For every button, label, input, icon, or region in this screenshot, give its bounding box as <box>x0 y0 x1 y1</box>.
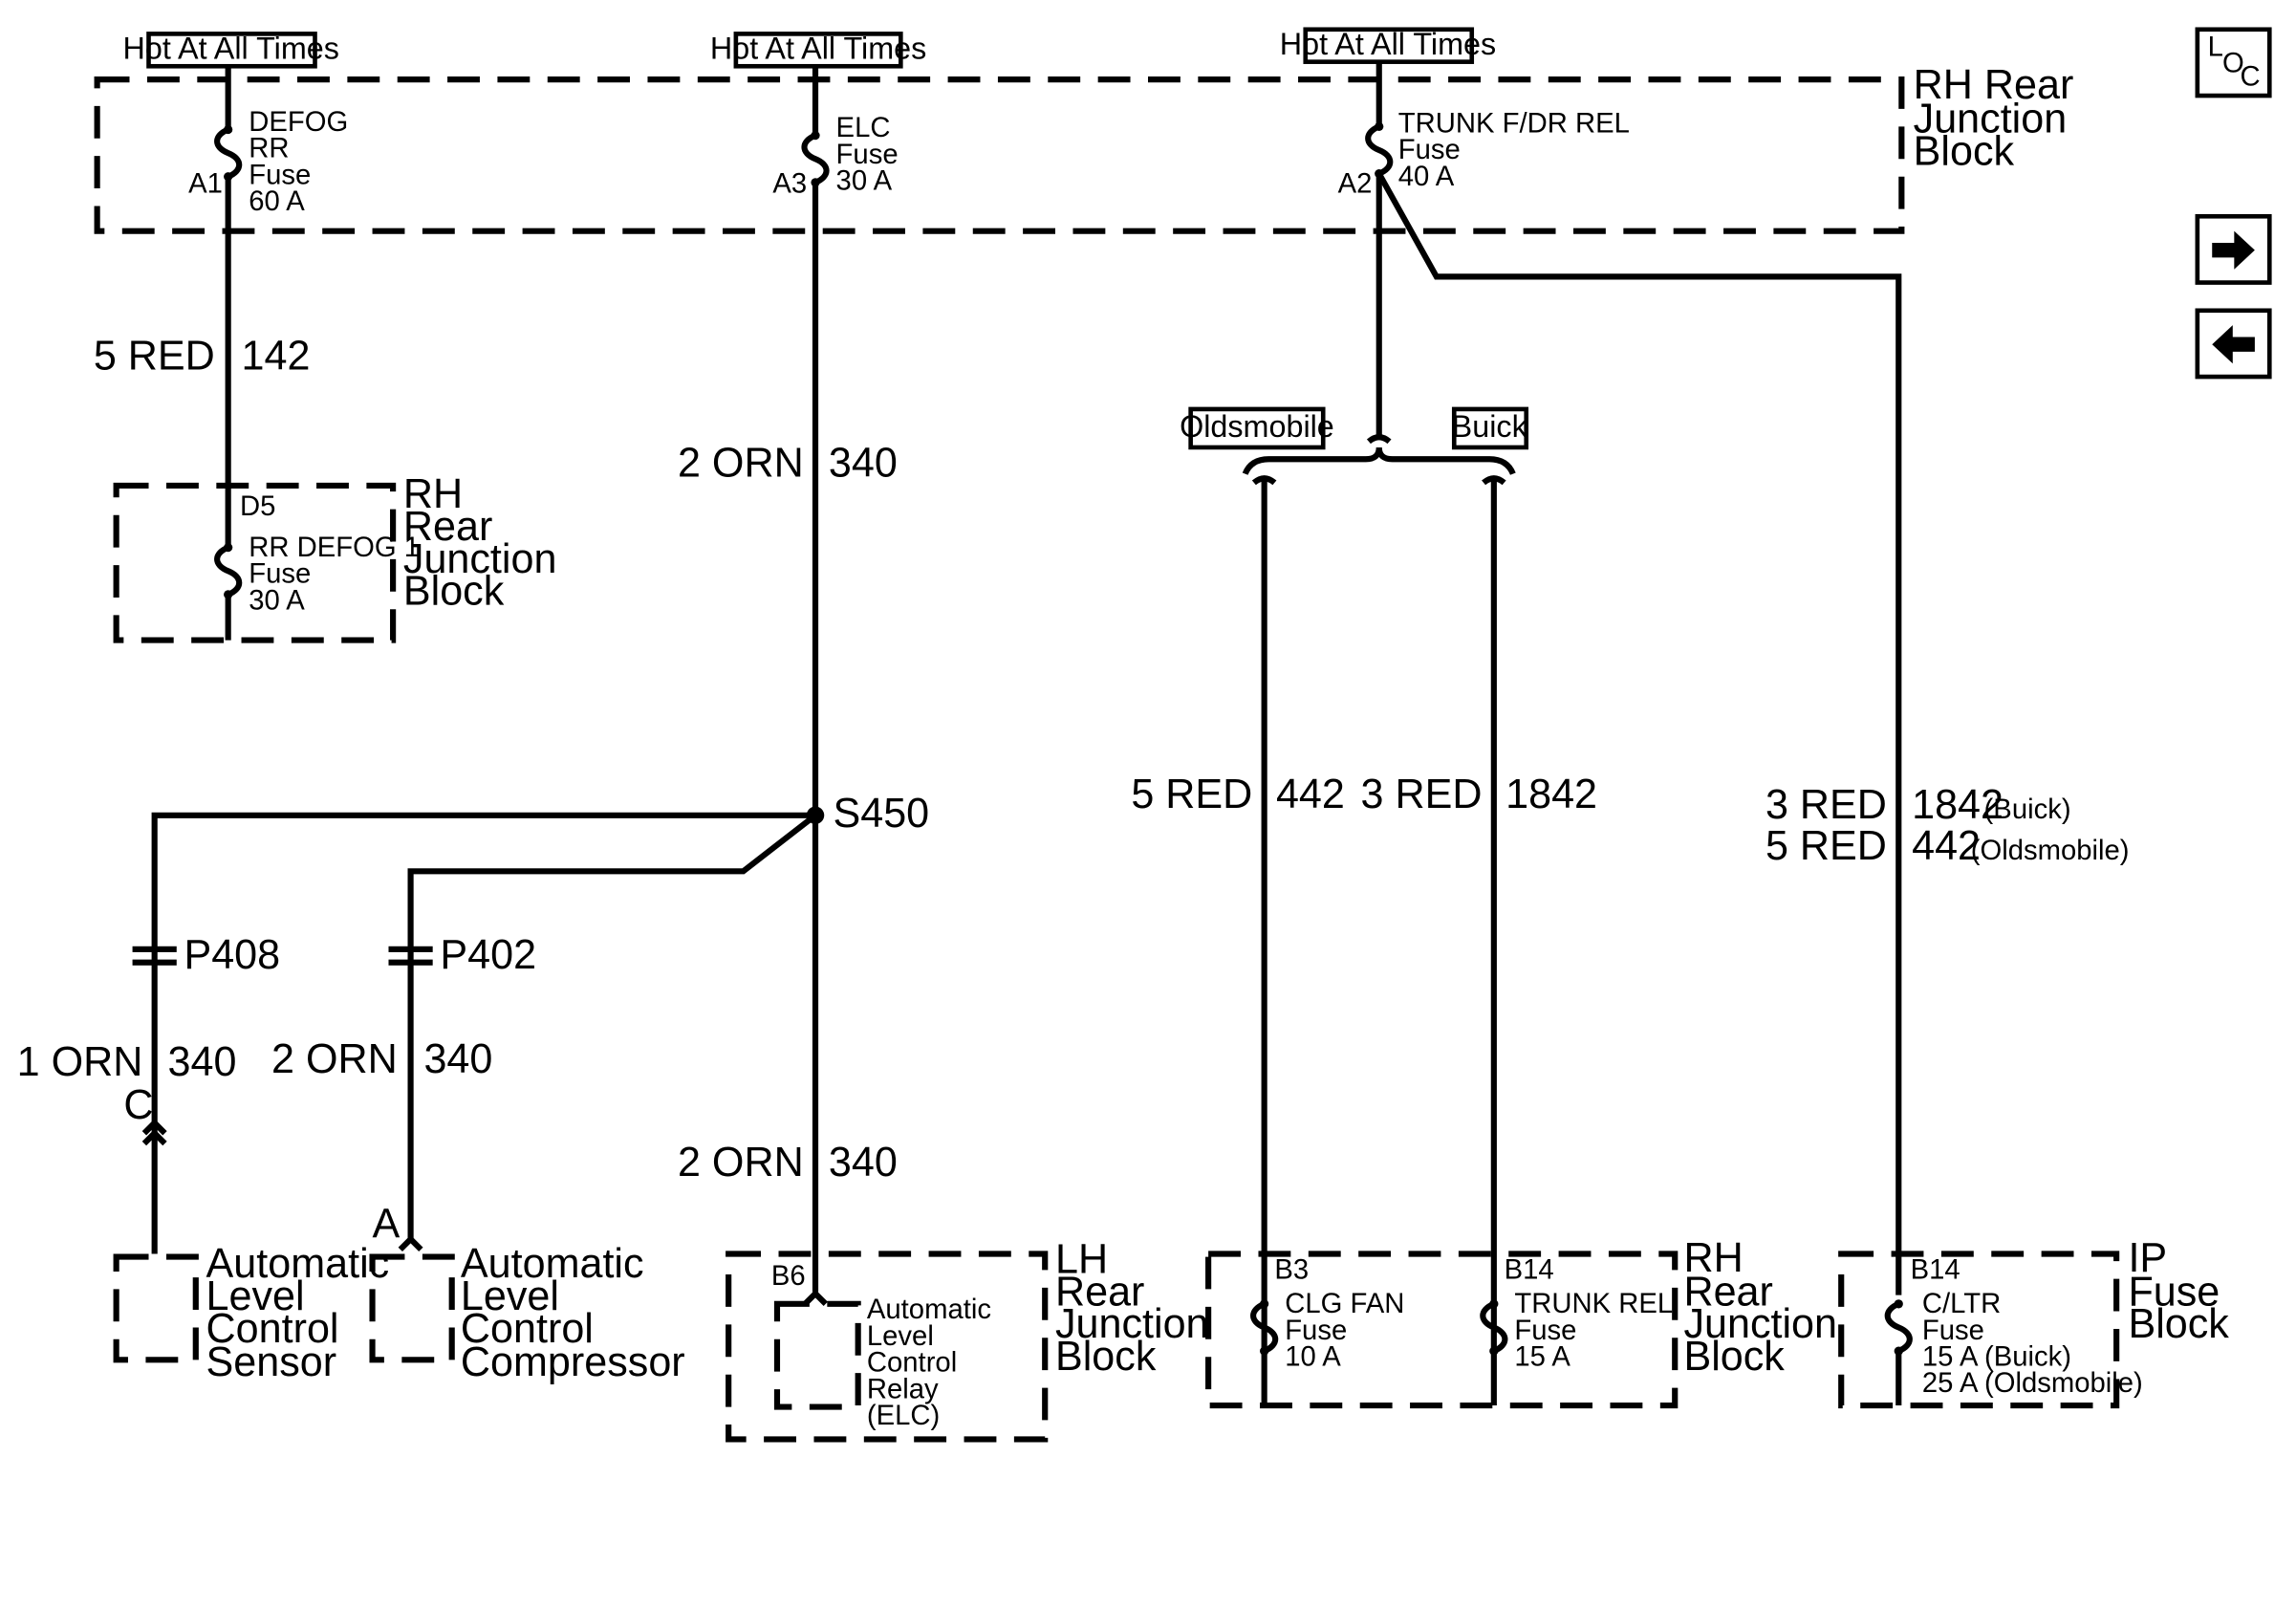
option-tag-oldsmobile: Oldsmobile <box>1180 406 1334 450</box>
arrow-right-icon[interactable] <box>2195 213 2272 285</box>
lh-block-pin: B6 <box>771 1261 806 1292</box>
sensor-box <box>113 1253 199 1363</box>
svg-text:Oldsmobile: Oldsmobile <box>1180 409 1334 444</box>
power-tag-trunk: Hot At All Times <box>1280 27 1496 64</box>
svg-text:Buick: Buick <box>1452 409 1528 444</box>
wire-gauge-trunk: 3 RED <box>1361 772 1483 817</box>
wire-gauge-ip-buick: 3 RED <box>1765 782 1887 828</box>
option-tag-buick: Buick <box>1452 406 1529 450</box>
wire-gauge-defog: 5 RED <box>94 333 215 379</box>
svg-text:A1: A1 <box>188 169 223 200</box>
wire-gauge-elc-lower: 2 ORN <box>678 1140 804 1186</box>
connector-p402: P402 <box>388 932 536 978</box>
elc-relay-label: Automatic Level Control Relay (ELC) <box>867 1295 999 1431</box>
rh-rear-junction-block-top <box>94 76 1905 234</box>
wire-gauge-elc-upper: 2 ORN <box>678 441 804 487</box>
ip-fuse-block <box>1838 1251 2120 1409</box>
wire-gauge-clg: 5 RED <box>1131 772 1252 817</box>
svg-text:A: A <box>373 1202 401 1248</box>
rh-rear-junction-block-right <box>1205 1251 1679 1409</box>
lh-rear-junction-block <box>726 1251 1049 1443</box>
svg-text:Hot At All Times: Hot At All Times <box>123 32 339 66</box>
svg-text:B3: B3 <box>1274 1255 1309 1286</box>
wire-circuit-ip-buick: 1842 <box>1912 782 2004 828</box>
svg-text:S450: S450 <box>833 791 929 837</box>
svg-text:D5: D5 <box>240 491 275 522</box>
power-tag-defog: Hot At All Times <box>123 32 339 69</box>
wire-gauge-p402: 2 ORN <box>271 1036 398 1082</box>
svg-text:P402: P402 <box>440 932 536 978</box>
wire-circuit-defog: 142 <box>242 333 311 379</box>
svg-text:Hot At All Times: Hot At All Times <box>710 32 926 66</box>
compressor-box <box>369 1253 455 1363</box>
wire-circuit-p408: 340 <box>168 1039 237 1085</box>
lh-rear-block-label: LH Rear Junction Block <box>1055 1237 1221 1381</box>
svg-text:P408: P408 <box>184 932 280 978</box>
rh-rear-block-top-label: RH Rear Junction Block <box>1914 62 2086 174</box>
wire-note-ip-olds: (Oldsmobile) <box>1971 836 2130 866</box>
rh-rear-block-right-label: RH Rear Junction Block <box>1683 1235 1849 1380</box>
wire-note-ip-buick: (Buick) <box>1984 794 2071 825</box>
arrow-left-icon[interactable] <box>2195 308 2272 380</box>
connector-p408: P408 <box>132 932 280 978</box>
svg-text:A3: A3 <box>772 169 807 200</box>
rh-rear-junction-block-left <box>113 482 397 643</box>
ip-fuse-block-label: IP Fuse Block <box>2128 1235 2231 1347</box>
svg-text:B14: B14 <box>1505 1255 1554 1286</box>
splice-s450: S450 <box>806 791 929 837</box>
svg-text:L: L <box>2208 32 2223 62</box>
wire-circuit-elc-lower: 340 <box>829 1140 898 1186</box>
terminal-a: A <box>373 1202 423 1252</box>
svg-text:B14: B14 <box>1911 1255 1960 1286</box>
wire-gauge-ip-olds: 5 RED <box>1765 823 1887 869</box>
svg-text:A2: A2 <box>1338 169 1373 200</box>
wire-circuit-elc-upper: 340 <box>829 441 898 487</box>
wire-to-p402 <box>407 813 817 1240</box>
loc-icon[interactable]: L O C <box>2195 27 2272 98</box>
rh-rear-block-left-label: RH Rear Junction Block <box>403 471 569 615</box>
wire-circuit-ip-olds: 442 <box>1912 823 1981 869</box>
wire-circuit-p402: 340 <box>423 1036 492 1082</box>
svg-text:O: O <box>2222 48 2244 78</box>
sensor-label: Automatic Level Control Sensor <box>206 1241 401 1385</box>
wire-gauge-p408: 1 ORN <box>17 1039 143 1085</box>
wire-to-p408 <box>151 812 816 1254</box>
compressor-label: Automatic Level Control Compressor <box>461 1241 685 1385</box>
wire-circuit-clg: 442 <box>1276 772 1345 817</box>
svg-text:C: C <box>123 1082 153 1128</box>
power-tag-elc: Hot At All Times <box>710 32 926 69</box>
terminal-c: C <box>123 1082 167 1146</box>
elc-relay-box <box>773 1300 861 1410</box>
wire-circuit-trunk: 1842 <box>1505 772 1597 817</box>
svg-text:C: C <box>2240 61 2260 92</box>
svg-text:Hot At All Times: Hot At All Times <box>1280 27 1496 61</box>
